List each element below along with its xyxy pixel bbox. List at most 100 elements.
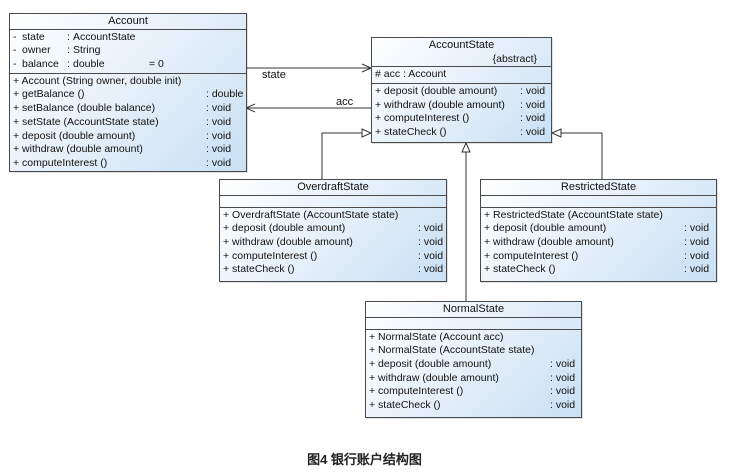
account-class-name: Account [108, 15, 148, 27]
operation-return-type: : void [418, 222, 444, 235]
operation-signature: + computeInterest () [375, 112, 470, 125]
restrictedstate-operation-row: + withdraw (double amount) : void [484, 236, 713, 250]
operation-return-type: : void [684, 236, 710, 249]
operation-signature: + computeInterest () [223, 249, 318, 262]
account-class: Account - state : AccountState - owner :… [9, 13, 247, 172]
operation-signature: + stateCheck () [369, 399, 441, 412]
overdraftstate-class-name: OverdraftState [297, 181, 369, 193]
acc-association-arrowhead [244, 103, 256, 113]
normalstate-operation-row: + computeInterest () : void [369, 385, 578, 399]
restrictedstate-operation-row: + computeInterest () : void [484, 250, 713, 264]
operation-return-type: : void [206, 156, 232, 169]
normalstate-class-name: NormalState [442, 303, 505, 315]
operation-return-type: : void [520, 112, 546, 125]
operation-return-type: : void [550, 358, 576, 371]
restrictedstate-operation-row: + stateCheck () : void [484, 263, 713, 277]
overdraft-generalization-line [321, 132, 363, 179]
overdraftstate-operation-row: + OverdraftState (AccountState state) [223, 209, 443, 223]
operation-signature: + stateCheck () [223, 263, 295, 276]
operation-signature: + computeInterest () [369, 385, 464, 398]
operation-signature: + withdraw (double amount) [13, 143, 143, 156]
account-operations: + Account (String owner, double init) + … [10, 72, 246, 172]
operation-signature: + computeInterest () [13, 156, 108, 169]
operation-signature: + NormalState (AccountState state) [369, 344, 535, 357]
overdraftstate-operations: + OverdraftState (AccountState state) + … [220, 206, 446, 278]
restrictedstate-operation-row: + deposit (double amount) : void [484, 222, 713, 236]
operation-return-type: : void [206, 115, 232, 128]
restrictedstate-operations: + RestrictedState (AccountState state) +… [481, 206, 716, 278]
restrictedstate-class-name: RestrictedState [560, 181, 637, 193]
account-attribute-row: - balance : double = 0 [13, 58, 243, 72]
operation-signature: + setBalance (double balance) [13, 102, 156, 115]
attribute-initial-value: = 0 [149, 58, 164, 71]
normalstate-operations: + NormalState (Account acc) + NormalStat… [366, 328, 581, 414]
visibility-marker: - [13, 44, 17, 57]
account-attribute-row: - owner : String [13, 44, 243, 58]
restrictedstate-class: RestrictedState + RestrictedState (Accou… [480, 179, 717, 282]
operation-return-type: : void [418, 236, 444, 249]
operation-return-type: : void [206, 143, 232, 156]
normalstate-class: NormalState + NormalState (Account acc) … [365, 301, 582, 418]
accountstate-class-name: AccountState [428, 39, 495, 51]
operation-signature: + withdraw (double amount) [484, 236, 614, 249]
visibility-marker: - [13, 58, 17, 71]
operation-signature: + stateCheck () [484, 263, 556, 276]
normalstate-operation-row: + deposit (double amount): void [369, 358, 578, 372]
attribute-name: balance [22, 58, 59, 71]
accountstate-attributes: # acc : Account [372, 66, 551, 83]
acc-association-label: acc [336, 96, 354, 108]
account-operation-row: + withdraw (double amount) : void [13, 143, 243, 157]
operation-signature: + withdraw (double amount) [375, 98, 505, 111]
normalstate-operation-row: + NormalState (AccountState state) [369, 344, 578, 358]
overdraft-generalization-arrowhead [361, 128, 373, 138]
abstract-stereotype: {abstract} [492, 52, 537, 65]
operation-signature: + computeInterest () [484, 249, 579, 262]
restrictedstate-operation-row: + RestrictedState (AccountState state) [484, 209, 713, 223]
operation-signature: + RestrictedState (AccountState state) [484, 208, 663, 221]
accountstate-operation-row: + computeInterest () : void [375, 112, 548, 126]
account-operation-row: + getBalance (): double [13, 88, 243, 102]
operation-return-type: : void [418, 249, 444, 262]
operation-signature: + setState (AccountState state) [13, 115, 159, 128]
operation-return-type: : void [206, 129, 232, 142]
state-association-arrowhead [361, 63, 373, 73]
overdraftstate-operation-row: + stateCheck () : void [223, 263, 443, 277]
attribute-name: state [22, 30, 45, 43]
operation-return-type: : void [684, 249, 710, 262]
account-attribute-row: - state : AccountState [13, 31, 243, 45]
account-attributes: - state : AccountState - owner : String … [10, 28, 246, 73]
normalstate-operation-row: + withdraw (double amount) : void [369, 372, 578, 386]
operation-signature: + withdraw (double amount) [223, 236, 353, 249]
operation-return-type: : void [418, 263, 444, 276]
overdraftstate-attributes [220, 194, 446, 207]
accountstate-operation-row: + withdraw (double amount): void [375, 99, 548, 113]
operation-return-type: : void [684, 263, 710, 276]
attribute-separator: : [67, 58, 70, 71]
normalstate-attributes [366, 316, 581, 329]
operation-return-type: : void [550, 371, 576, 384]
accountstate-operation-row: + stateCheck (): void [375, 126, 548, 140]
accountstate-class: AccountState {abstract} # acc : Account … [371, 37, 552, 143]
operation-signature: + NormalState (Account acc) [369, 330, 504, 343]
attribute-separator: : [67, 44, 70, 57]
operation-signature: + OverdraftState (AccountState state) [223, 208, 399, 221]
operation-signature: + withdraw (double amount) [369, 371, 499, 384]
attribute-type: String [73, 44, 101, 57]
normalstate-operation-row: + NormalState (Account acc) [369, 331, 578, 345]
normalstate-operation-row: + stateCheck (): void [369, 399, 578, 413]
overdraftstate-operation-row: + computeInterest () : void [223, 250, 443, 264]
overdraftstate-class: OverdraftState + OverdraftState (Account… [219, 179, 447, 282]
operation-return-type: : void [550, 385, 576, 398]
operation-return-type: : void [684, 222, 710, 235]
figure-caption: 图4 银行账户结构图 [307, 452, 422, 467]
operation-signature: + getBalance () [13, 88, 85, 101]
overdraftstate-operation-row: + deposit (double amount) : void [223, 222, 443, 236]
operation-signature: + Account (String owner, double init) [13, 74, 182, 87]
accountstate-operations: + deposit (double amount): void + withdr… [372, 83, 551, 141]
restricted-generalization-line [560, 132, 603, 179]
operation-signature: + deposit (double amount) [223, 222, 346, 235]
attribute-type: double [73, 58, 105, 71]
account-operation-row: + computeInterest () : void [13, 157, 243, 171]
operation-signature: + deposit (double amount) [484, 222, 607, 235]
